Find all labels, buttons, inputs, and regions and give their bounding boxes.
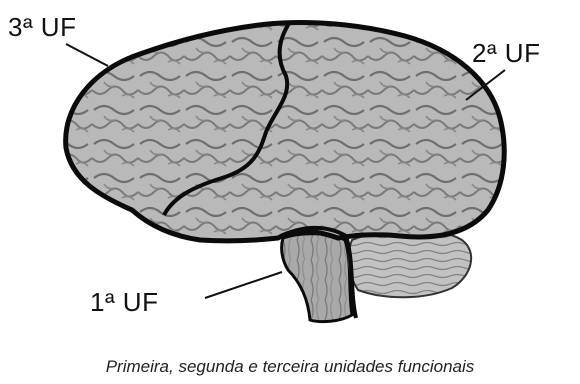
leader-line-3	[66, 44, 108, 66]
label-second-functional-unit: 2ª UF	[472, 38, 540, 69]
label-third-functional-unit: 3ª UF	[8, 12, 76, 43]
cerebellum	[349, 230, 472, 298]
label-first-functional-unit: 1ª UF	[90, 287, 158, 318]
brain-stem	[282, 234, 352, 322]
leader-line-1	[205, 272, 282, 298]
figure-caption: Primeira, segunda e terceira unidades fu…	[0, 357, 580, 377]
cerebrum	[66, 23, 505, 241]
